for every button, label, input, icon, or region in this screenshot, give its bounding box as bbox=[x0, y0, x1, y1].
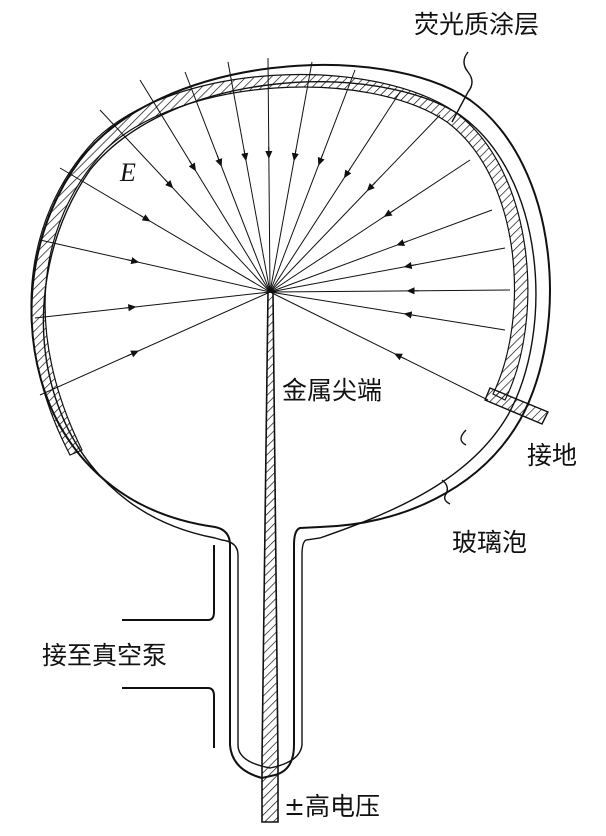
field-arrow bbox=[215, 155, 223, 167]
field-arrow bbox=[403, 261, 416, 270]
field-line bbox=[269, 291, 489, 401]
field-line bbox=[269, 91, 401, 293]
leader-lines bbox=[441, 51, 473, 505]
field-line bbox=[269, 209, 493, 293]
field-arrow bbox=[366, 181, 376, 192]
metal-tip-label: 金属尖端 bbox=[282, 376, 383, 405]
field-line bbox=[269, 159, 471, 293]
field-line bbox=[184, 71, 271, 293]
field-line bbox=[139, 79, 271, 293]
field-arrow bbox=[188, 160, 197, 172]
phosphor-coating-layer bbox=[30, 73, 529, 456]
field-arrow bbox=[394, 353, 406, 361]
field-arrow bbox=[403, 311, 416, 319]
field-line bbox=[269, 69, 356, 293]
phosphor-coating-label: 荧光质涂层 bbox=[414, 10, 540, 39]
field-arrow bbox=[127, 350, 140, 358]
field-line bbox=[59, 167, 271, 293]
vacuum-port bbox=[122, 545, 215, 748]
field-line bbox=[267, 57, 271, 293]
field-arrow bbox=[383, 209, 395, 217]
ground-label: 接地 bbox=[527, 441, 578, 470]
field-arrow bbox=[317, 154, 325, 166]
field-line bbox=[34, 291, 271, 319]
high-voltage-label: ±高电压 bbox=[284, 792, 380, 821]
field-line bbox=[269, 114, 441, 293]
field-arrow bbox=[124, 304, 137, 312]
field-arrow bbox=[241, 149, 249, 162]
field-line bbox=[39, 291, 271, 396]
glass-bulb-label: 玻璃泡 bbox=[452, 528, 528, 557]
vacuum-pump-label: 接至真空泵 bbox=[42, 641, 168, 670]
field-line bbox=[269, 289, 511, 293]
field-arrow bbox=[343, 167, 352, 179]
field-arrow bbox=[139, 214, 151, 222]
field-line bbox=[269, 291, 506, 331]
field-line bbox=[269, 61, 313, 293]
field-arrow bbox=[396, 239, 408, 246]
field-arrow bbox=[291, 149, 299, 162]
field-symbol-e: E bbox=[120, 158, 136, 187]
metal-tip bbox=[261, 291, 279, 823]
field-line bbox=[269, 247, 506, 293]
field-line bbox=[227, 61, 271, 293]
electric-field-lines bbox=[34, 57, 511, 401]
field-line bbox=[99, 109, 271, 293]
field-arrow bbox=[164, 178, 174, 189]
ground-electrode bbox=[460, 387, 549, 446]
field-arrow bbox=[127, 257, 140, 265]
field-line bbox=[39, 239, 271, 293]
glass-bulb-outer bbox=[30, 64, 551, 780]
